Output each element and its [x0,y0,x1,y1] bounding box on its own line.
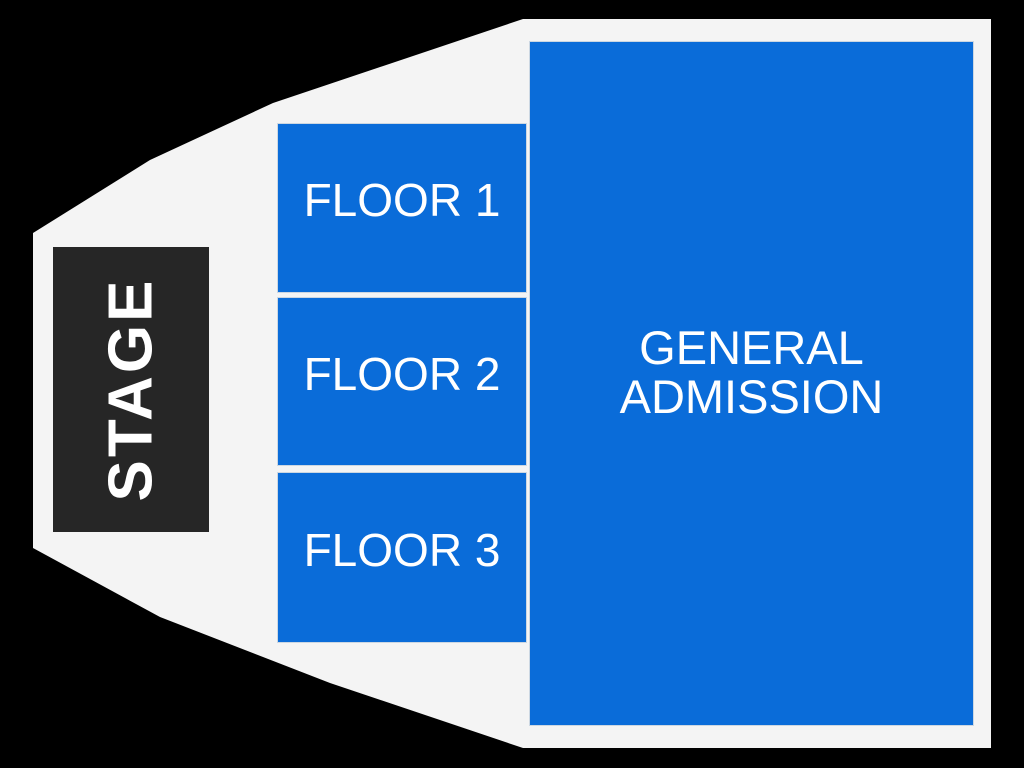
section-label: FLOOR 3 [303,523,501,576]
section-label: FLOOR 1 [303,174,501,227]
section-floor-1[interactable]: FLOOR 1 [277,123,527,293]
stage-label: STAGE [96,277,166,502]
section-floor-3[interactable]: FLOOR 3 [277,472,527,643]
section-label: FLOOR 2 [303,347,501,400]
section-floor-2[interactable]: FLOOR 2 [277,297,527,466]
section-label: GENERAL ADMISSION [619,320,884,423]
section-general-admission[interactable]: GENERAL ADMISSION [529,41,974,726]
stage-block: STAGE [53,247,209,532]
